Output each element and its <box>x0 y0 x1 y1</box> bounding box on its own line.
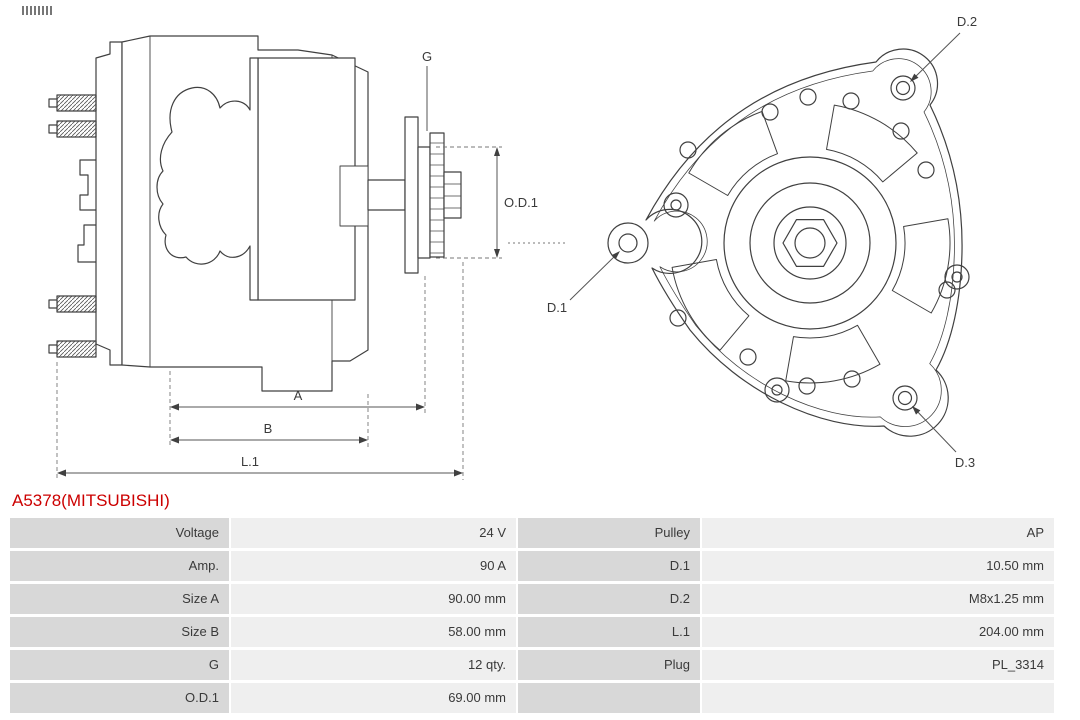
spec-value-empty <box>702 683 1054 713</box>
bolt-holes <box>669 88 956 395</box>
dim-label-l1: L.1 <box>241 454 259 469</box>
dim-label-od1: O.D.1 <box>504 195 538 210</box>
part-number-title: A5378(MITSUBISHI) <box>12 491 170 510</box>
spec-label-voltage: Voltage <box>10 518 229 548</box>
center-hub <box>723 156 897 330</box>
rotor-profile <box>156 57 259 301</box>
alternator-front-view <box>607 48 970 437</box>
spec-label-amp: Amp. <box>10 551 229 581</box>
spec-value-d2: M8x1.25 mm <box>702 584 1054 614</box>
spec-label-l1: L.1 <box>518 617 700 647</box>
spec-value-g: 12 qty. <box>231 650 516 680</box>
dim-label-d1: D.1 <box>547 300 567 315</box>
spec-value-l1: 204.00 mm <box>702 617 1054 647</box>
spec-value-od1: 69.00 mm <box>231 683 516 713</box>
side-view-dimensions <box>56 66 567 480</box>
dim-label-d2: D.2 <box>957 14 977 29</box>
corner-mark <box>22 6 52 15</box>
terminal-lug-lower <box>77 224 96 263</box>
rivets <box>663 192 970 403</box>
spec-table: Voltage 24 V Pulley AP Amp. 90 A D.1 10.… <box>10 518 1054 713</box>
spec-value-size-a: 90.00 mm <box>231 584 516 614</box>
terminal-lug-upper <box>79 159 96 211</box>
shaft <box>367 179 406 211</box>
spec-value-plug: PL_3314 <box>702 650 1054 680</box>
spec-value-voltage: 24 V <box>231 518 516 548</box>
mounting-ear-holes <box>607 75 918 411</box>
spec-label-empty <box>518 683 700 713</box>
spec-label-pulley: Pulley <box>518 518 700 548</box>
stator-block <box>257 57 356 301</box>
front-view-leaders <box>569 32 961 453</box>
pulley <box>404 116 462 274</box>
rear-bracket <box>95 41 123 366</box>
spec-label-d2: D.2 <box>518 584 700 614</box>
spec-value-d1: 10.50 mm <box>702 551 1054 581</box>
dim-label-g: G <box>422 49 432 64</box>
shaft-nut <box>782 219 838 267</box>
alternator-side-view <box>48 35 462 392</box>
spec-label-size-a: Size A <box>10 584 229 614</box>
spec-value-amp: 90 A <box>231 551 516 581</box>
spec-label-size-b: Size B <box>10 617 229 647</box>
threaded-studs <box>48 94 97 358</box>
technical-drawing: G O.D.1 A B L.1 <box>48 14 977 480</box>
front-housing-inner-contour <box>653 58 955 427</box>
spec-label-od1: O.D.1 <box>10 683 229 713</box>
spec-label-d1: D.1 <box>518 551 700 581</box>
front-housing-outline <box>645 48 963 437</box>
dim-label-b: B <box>264 421 273 436</box>
dim-label-d3: D.3 <box>955 455 975 470</box>
spec-value-size-b: 58.00 mm <box>231 617 516 647</box>
dim-label-a: A <box>294 388 303 403</box>
front-bearing <box>339 165 369 227</box>
spec-value-pulley: AP <box>702 518 1054 548</box>
vent-slots <box>671 104 951 384</box>
spec-label-g: G <box>10 650 229 680</box>
spec-label-plug: Plug <box>518 650 700 680</box>
